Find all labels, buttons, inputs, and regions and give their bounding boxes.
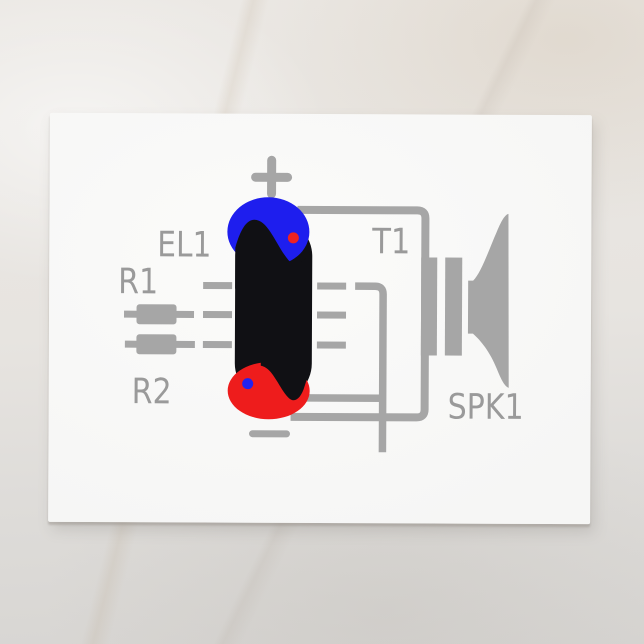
label-resistor-r1: R1 [118, 262, 158, 302]
transformer-secondary-bar [444, 257, 463, 356]
label-resistor-r2: R2 [132, 372, 172, 412]
tube-bottom-wave [260, 353, 311, 401]
label-speaker-spk1: SPK1 [448, 388, 524, 428]
tube-top-wave [235, 219, 312, 289]
resistor-r2-body [136, 334, 177, 355]
label-transformer-t1: T1 [371, 222, 410, 262]
speaker-cone-icon [467, 213, 509, 388]
resistor-r1-body [136, 304, 177, 325]
postcard: EL1 R1 R2 T1 SPK1 [48, 112, 592, 525]
plus-terminal-symbol [251, 155, 293, 199]
tube-amp-schematic: EL1 R1 R2 T1 SPK1 [118, 155, 524, 453]
label-tube-el1: EL1 [157, 225, 211, 265]
resistor-r1-symbol [124, 304, 195, 325]
resistor-r2-symbol [124, 334, 195, 355]
grid-row-bottom [202, 340, 347, 349]
transformer-t1-symbol [420, 257, 463, 356]
grid-row-top [203, 281, 347, 290]
transformer-primary-bar [420, 257, 438, 356]
blue-dot-marker [242, 378, 254, 390]
grid-row-middle [203, 310, 348, 319]
grid-tap-wire [355, 282, 387, 453]
red-dot-marker [287, 232, 299, 244]
tube-el1-symbol [227, 197, 313, 420]
